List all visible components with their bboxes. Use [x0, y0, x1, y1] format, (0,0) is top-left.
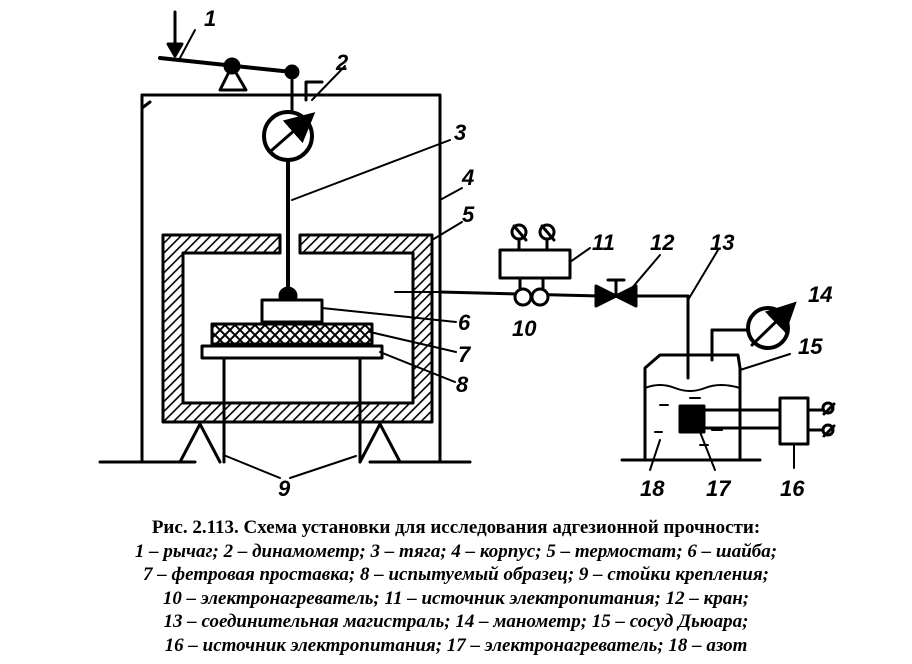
test-sample	[200, 344, 384, 360]
label-14: 14	[808, 282, 832, 307]
label-9: 9	[278, 476, 291, 501]
caption-line: 16 – источник электропитания; 17 – элект…	[164, 634, 748, 656]
label-4: 4	[461, 165, 474, 190]
label-7: 7	[458, 342, 472, 367]
manometer	[710, 301, 797, 362]
label-10: 10	[512, 316, 537, 341]
figure-caption: Рис. 2.113. Схема установки для исследов…	[0, 516, 912, 657]
label-8: 8	[456, 372, 469, 397]
dewar-vessel	[620, 353, 762, 462]
label-5: 5	[462, 202, 475, 227]
label-16: 16	[780, 476, 805, 501]
label-1: 1	[204, 6, 216, 31]
washer	[260, 298, 324, 324]
heater-and-power-source	[498, 223, 572, 307]
label-13: 13	[710, 230, 734, 255]
label-2: 2	[335, 50, 349, 75]
dynamometer	[262, 110, 316, 162]
label-6: 6	[458, 310, 471, 335]
label-17: 17	[706, 476, 732, 501]
dewar-power-source	[778, 396, 836, 469]
caption-line: 7 – фетровая проставка; 8 – испытуемый о…	[143, 564, 769, 585]
valve	[594, 278, 638, 308]
caption-line: 13 – соединительная магистраль; 14 – ман…	[163, 611, 749, 632]
label-3: 3	[454, 120, 466, 145]
dewar-heater	[678, 404, 782, 434]
leader-lines	[179, 29, 791, 471]
label-15: 15	[798, 334, 823, 359]
apparatus-diagram: 1 2 3 4 5 6 7 8 9 10 11 12 13 14 15 16 1…	[98, 6, 836, 501]
caption-line: 10 – электронагреватель; 11 – источник э…	[162, 587, 750, 609]
caption-line: 1 – рычаг; 2 – динамометр; 3 – тяга; 4 –…	[134, 540, 778, 562]
thermostat	[161, 233, 434, 424]
caption-title: Рис. 2.113. Схема установки для исследов…	[151, 517, 761, 538]
label-12: 12	[650, 230, 675, 255]
label-18: 18	[640, 476, 665, 501]
label-11: 11	[592, 230, 615, 255]
felt-spacer	[210, 322, 374, 346]
support-stands	[178, 356, 402, 479]
lever	[158, 10, 324, 114]
